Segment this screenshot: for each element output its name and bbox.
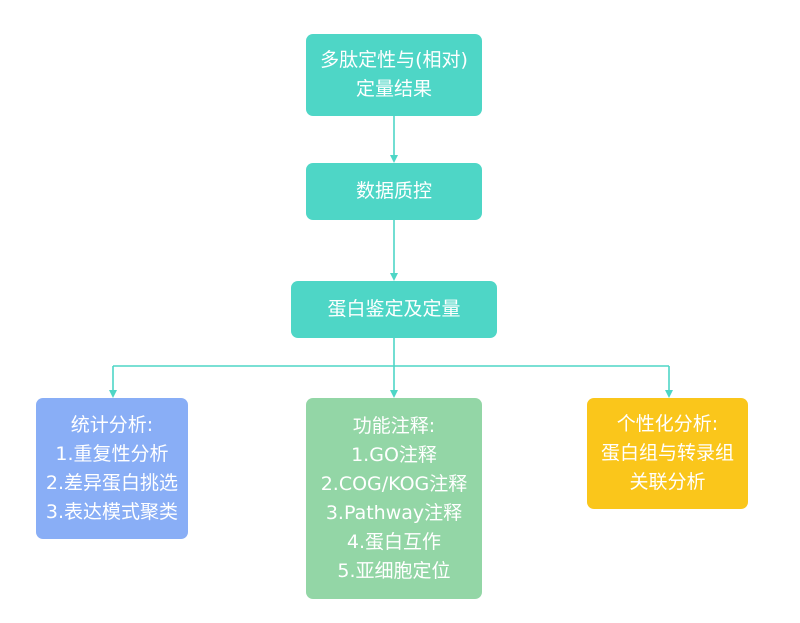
node-custom-line-1: 个性化分析: — [616, 413, 719, 435]
node-function-line-6: 5.亚细胞定位 — [337, 559, 451, 582]
node-function-line-5: 4.蛋白互作 — [346, 530, 442, 553]
node-custom-line-3: 关联分析 — [629, 471, 706, 493]
node-stats-line-4: 3.表达模式聚类 — [45, 500, 179, 523]
node-function-line-1: 功能注释: — [352, 414, 436, 437]
node-function-line-3: 2.COG/KOG注释 — [320, 472, 468, 495]
node-peptide-result-line-2: 定量结果 — [355, 78, 432, 100]
node-peptide-result: 多肽定性与(相对) 定量结果 — [306, 34, 482, 116]
node-personalized-analysis: 个性化分析: 蛋白组与转录组 关联分析 — [587, 398, 748, 509]
node-data-qc: 数据质控 — [306, 163, 482, 220]
node-stats-line-1: 统计分析: — [70, 413, 154, 436]
node-stats-line-2: 1.重复性分析 — [55, 442, 169, 465]
node-custom-line-2: 蛋白组与转录组 — [600, 442, 734, 464]
node-statistical-analysis: 统计分析: 1.重复性分析 2.差异蛋白挑选 3.表达模式聚类 — [36, 398, 188, 539]
node-function-line-4: 3.Pathway注释 — [325, 501, 463, 524]
node-function-line-2: 1.GO注释 — [351, 443, 437, 466]
node-protein-identification: 蛋白鉴定及定量 — [291, 281, 497, 338]
node-protein-identification-line-1: 蛋白鉴定及定量 — [327, 298, 461, 320]
node-functional-annotation: 功能注释: 1.GO注释 2.COG/KOG注释 3.Pathway注释 4.蛋… — [306, 398, 482, 599]
node-stats-line-3: 2.差异蛋白挑选 — [45, 471, 179, 494]
node-data-qc-line-1: 数据质控 — [355, 180, 432, 202]
node-peptide-result-line-1: 多肽定性与(相对) — [320, 49, 468, 71]
